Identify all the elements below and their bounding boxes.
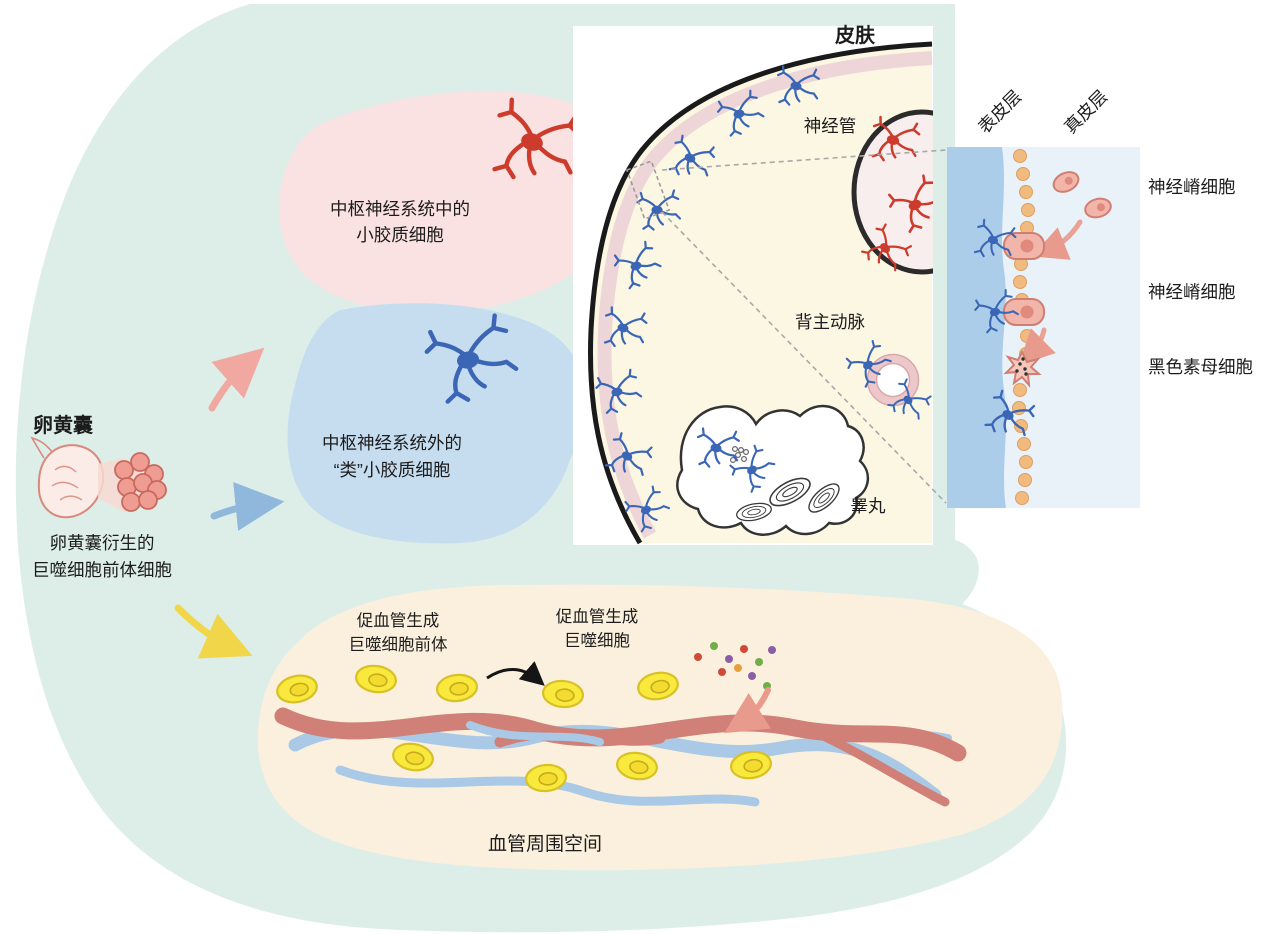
dermis-label: 真皮层 [1060,86,1111,137]
secreted-factors-dots [694,642,776,690]
yolk-sac-derived-label-line1: 卵黄囊衍生的 [50,533,155,553]
zoom-callout-line-bottom [661,211,947,504]
proangiogenic-macrophage-label-line2: 巨噬细胞 [564,631,630,650]
blood-vessels [274,707,967,807]
neural-crest-label-2: 神经嵴细胞 [1148,282,1236,302]
fate-arrow-microglia-like [210,482,285,531]
perivascular-space-label: 血管周围空间 [488,833,602,855]
proangiogenic-precursor-label-line1: 促血管生成 [357,611,440,630]
cns-region-blob [279,91,632,314]
macrophage-precursor-cluster [114,452,167,512]
cns-microglia-label-line1: 中枢神经系统中的 [330,199,470,219]
non-cns-region-blob [287,303,586,544]
embryo-outline [587,41,933,545]
embryo-cross-section [573,26,936,545]
migration-arrow-1 [1031,219,1083,260]
non-cns-microglia-label-line2: “类”小胶质细胞 [334,460,451,480]
cns-microglia-label-line2: 小胶质细胞 [356,225,444,245]
fate-arrow-microglia [208,347,265,412]
secretion-arrow [724,687,771,734]
epidermis-label: 表皮层 [974,86,1025,137]
yolk-sac-derived-label-line2: 巨噬细胞前体细胞 [32,560,172,580]
neural-crest-label-1: 神经嵴细胞 [1148,177,1236,197]
melanoblast-label: 黑色素母细胞 [1148,357,1253,377]
skin-band [597,51,933,539]
skin-label: 皮肤 [835,23,876,47]
fate-arrow-proangiogenic [174,604,253,659]
melanoblast-icon [1003,349,1042,388]
skin-zoom-panel [947,147,1140,508]
dorsal-aorta-organ [841,337,936,428]
testis-organ [676,404,869,536]
zoom-callout-line-top [661,149,947,171]
neural-tube-organ [851,109,933,280]
testis-label: 睾丸 [851,496,886,516]
neural-tube-label: 神经管 [804,116,857,136]
yolk-sac-illustration [30,436,167,519]
proangiogenic-precursor-label-line2: 巨噬细胞前体 [349,635,449,654]
yolk-sac-label: 卵黄囊 [33,413,93,437]
proangiogenic-macrophage-label-line1: 促血管生成 [556,607,639,626]
non-cns-microglia-label-line1: 中枢神经系统外的 [322,433,462,453]
migration-arrow-2 [1018,327,1056,366]
differentiation-arrow [486,661,545,686]
dorsal-aorta-label: 背主动脉 [795,312,865,332]
